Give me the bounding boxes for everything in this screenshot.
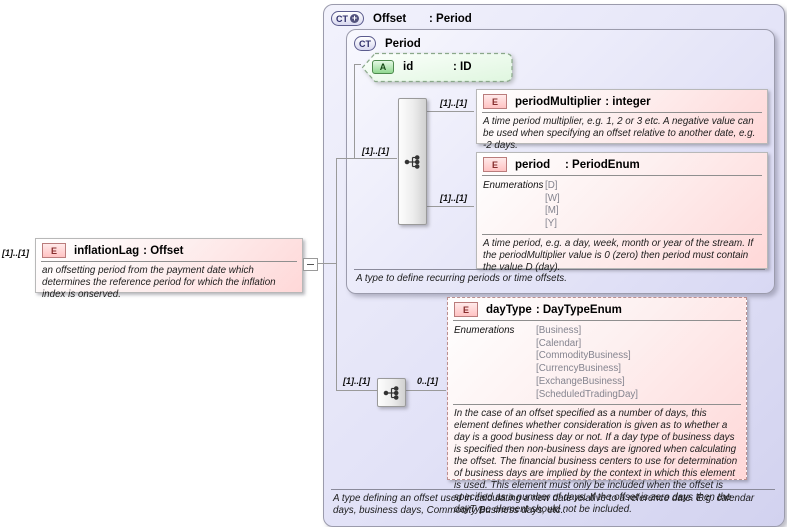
cardinality-periodmultiplier: [1]..[1]: [440, 98, 467, 108]
element-box-inflationlag[interactable]: E inflationLag: Offset an offsetting per…: [35, 238, 303, 300]
plus-icon: +: [350, 13, 359, 23]
complextype-box-offset: CT+ Offset: Period CT Period: [323, 4, 785, 527]
element-box-periodmultiplier[interactable]: E periodMultiplier: integer A time perio…: [476, 89, 768, 151]
connector-line: [354, 64, 355, 159]
cardinality-period: [1]..[1]: [440, 193, 467, 203]
complextype-annotation: A type defining an offset used in calcul…: [331, 489, 775, 517]
element-box-daytype[interactable]: E dayType: DayTypeEnum Enumerations [Bus…: [447, 297, 747, 515]
element-annotation: In the case of an offset specified as a …: [454, 408, 738, 515]
complextype-extension-icon[interactable]: CT+: [331, 11, 364, 26]
sequence-connector-icon: [398, 98, 427, 225]
sequence-connector-icon: [377, 378, 406, 407]
enum-value: [M]: [545, 205, 559, 217]
enumerations: Enumerations [D] [W] [M] [Y]: [483, 180, 560, 230]
element-title: periodMultiplier: integer: [515, 95, 651, 108]
element-icon: E: [483, 157, 507, 172]
divider: [453, 404, 741, 406]
complextype-box-period: CT Period A id: ID: [346, 29, 775, 294]
element-annotation: A time period multiplier, e.g. 1, 2 or 3…: [483, 116, 756, 151]
complextype-icon[interactable]: CT: [354, 36, 376, 51]
element-annotation: A time period, e.g. a day, week, month o…: [483, 237, 754, 273]
element-title: period: PeriodEnum: [515, 158, 640, 171]
divider: [453, 320, 741, 321]
complextype-title: Offset: Period: [373, 12, 472, 25]
enumerations: Enumerations [Business] [Calendar] [Comm…: [454, 325, 639, 400]
enum-value: [W]: [545, 192, 560, 204]
attribute-icon: A: [372, 60, 394, 74]
connector-line: [316, 263, 337, 264]
element-icon: E: [42, 243, 66, 258]
enum-value: [CommodityBusiness]: [536, 350, 631, 362]
cardinality-daytype: 0..[1]: [417, 376, 439, 386]
connector-line: [423, 111, 474, 112]
element-title: inflationLag: Offset: [74, 244, 184, 257]
enum-value: [D]: [545, 180, 558, 191]
enum-value: [CurrencyBusiness]: [536, 363, 621, 375]
divider: [482, 175, 762, 176]
cardinality-extension-in: [1]..[1]: [343, 376, 370, 386]
element-box-period[interactable]: E period: PeriodEnum Enumerations [D] [W…: [476, 152, 768, 273]
enum-value: [ScheduledTradingDay]: [536, 388, 639, 400]
connector-line: [354, 64, 361, 65]
attribute-shape: [361, 52, 513, 83]
divider: [482, 112, 762, 113]
element-title: dayType: DayTypeEnum: [486, 303, 622, 316]
attribute-title: id: ID: [403, 61, 472, 73]
connector-line: [336, 158, 397, 159]
cardinality-inflationlag: [1]..[1]: [2, 248, 29, 258]
connector-line: [336, 158, 337, 391]
collapse-toggle-icon[interactable]: [303, 258, 318, 271]
attribute-box-id[interactable]: A id: ID: [361, 52, 514, 83]
element-annotation: an offsetting period from the payment da…: [42, 265, 276, 300]
cardinality-sequence-in: [1]..[1]: [362, 146, 389, 156]
divider: [41, 261, 297, 262]
enum-value: [Business]: [536, 325, 582, 336]
complextype-annotation: A type to define recurring periods or ti…: [354, 269, 765, 285]
enum-value: [Calendar]: [536, 337, 582, 349]
element-icon: E: [483, 94, 507, 109]
element-icon: E: [454, 302, 478, 317]
connector-line: [423, 206, 474, 207]
connector-line: [403, 390, 446, 391]
divider: [482, 233, 762, 235]
complextype-title: Period: [385, 37, 421, 50]
connector-line: [336, 390, 377, 391]
enum-value: [ExchangeBusiness]: [536, 375, 625, 387]
enum-value: [Y]: [545, 218, 557, 230]
